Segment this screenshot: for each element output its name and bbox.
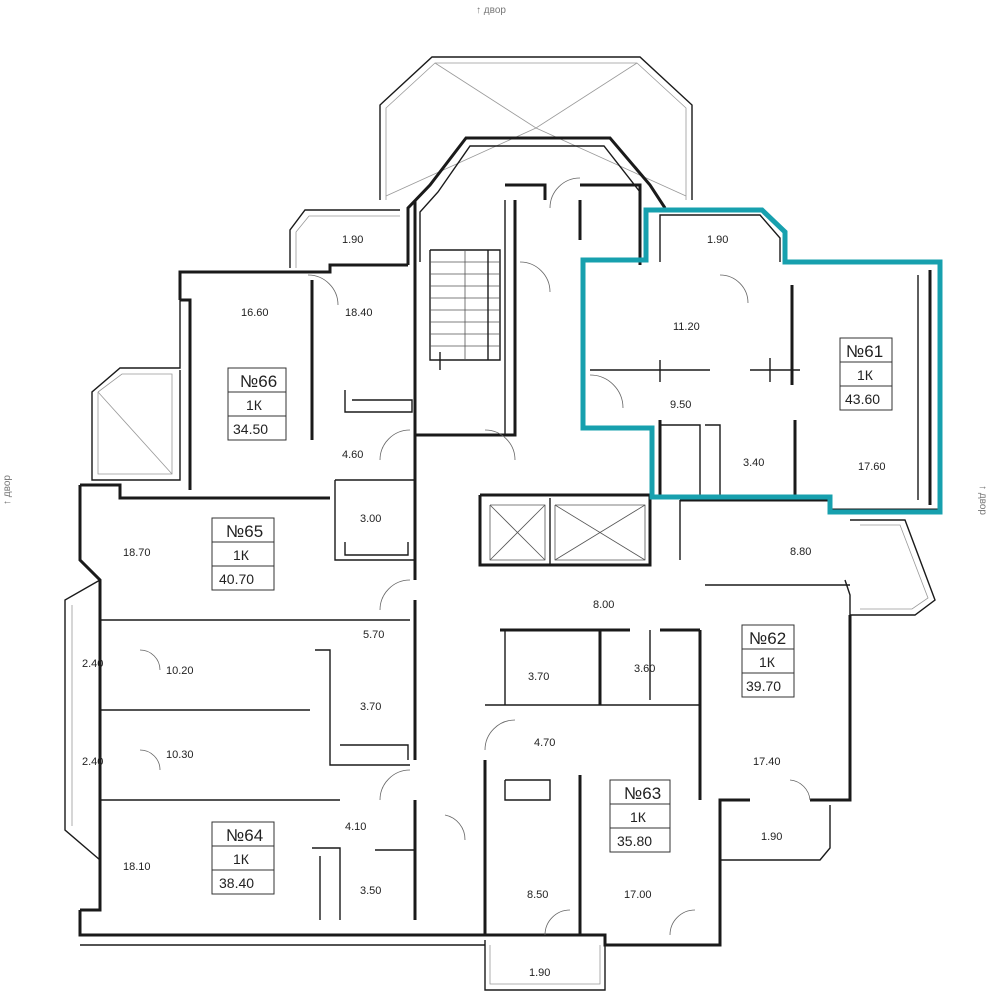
- apartment-area: 35.80: [617, 833, 652, 849]
- room-area: 10.30: [166, 749, 194, 761]
- room-area: 1.90: [529, 967, 550, 979]
- room-area: 17.40: [753, 756, 781, 768]
- apartment-label-64[interactable]: №64 1К 38.40: [211, 821, 275, 895]
- apartment-number: №63: [624, 784, 661, 803]
- room-area: 8.80: [790, 546, 811, 558]
- room-area: 11.20: [673, 321, 700, 333]
- apartment-type: 1К: [246, 397, 263, 413]
- room-area: 4.70: [534, 737, 555, 749]
- room-area: 18.40: [345, 307, 373, 319]
- room-area: 3.70: [528, 671, 549, 683]
- orientation-left: ↑ двор: [2, 475, 13, 505]
- apartment-type: 1К: [233, 547, 250, 563]
- room-area: 4.60: [342, 449, 363, 461]
- room-area: 17.60: [858, 461, 886, 473]
- apartment-area: 39.70: [746, 678, 781, 694]
- room-area: 5.70: [363, 629, 384, 641]
- apartment-number: №61: [846, 342, 883, 361]
- apartment-label-61[interactable]: №61 1К 43.60: [839, 337, 893, 411]
- interior-walls: [310, 183, 932, 935]
- apartment-number: №66: [240, 372, 277, 391]
- room-area: 2.40: [82, 756, 103, 768]
- apartment-type: 1К: [630, 809, 647, 825]
- balconies: [289, 209, 781, 268]
- apartment-label-63[interactable]: №63 1К 35.80: [609, 779, 671, 853]
- apartment-number: №62: [749, 629, 786, 648]
- room-area: 9.50: [670, 399, 691, 411]
- apartment-area: 38.40: [219, 875, 254, 891]
- room-area: 3.70: [360, 701, 381, 713]
- apartment-label-62[interactable]: №62 1К 39.70: [741, 624, 795, 698]
- orientation-right: ↑ двор: [977, 485, 988, 515]
- room-area: 17.00: [624, 889, 652, 901]
- room-area: 1.90: [342, 234, 363, 246]
- apartment-area: 43.60: [845, 391, 880, 407]
- apartment-area: 40.70: [219, 571, 254, 587]
- room-area: 3.40: [743, 457, 764, 469]
- apartment-label-65[interactable]: №65 1К 40.70: [211, 517, 275, 591]
- room-area: 10.20: [166, 665, 194, 677]
- selected-apartment-outline: [580, 207, 943, 515]
- room-area: 18.70: [123, 547, 151, 559]
- apartment-type: 1К: [759, 654, 776, 670]
- room-area: 16.60: [241, 307, 269, 319]
- room-area: 1.90: [761, 831, 782, 843]
- apartment-type: 1К: [233, 851, 250, 867]
- room-area: 1.90: [707, 234, 728, 246]
- exterior-walls: [64, 56, 940, 991]
- doors: [139, 177, 811, 936]
- apartment-label-66[interactable]: №66 1К 34.50: [227, 367, 287, 441]
- room-area-labels: 1.90 1.90 16.60 18.40 11.20 9.50 3.40 17…: [82, 234, 886, 979]
- room-area: 8.50: [527, 889, 548, 901]
- room-area: 18.10: [123, 861, 151, 873]
- room-area: 3.50: [360, 885, 381, 897]
- apartment-area: 34.50: [233, 421, 268, 437]
- apartment-number: №65: [226, 522, 263, 541]
- room-area: 4.10: [345, 821, 366, 833]
- room-area: 3.00: [360, 513, 381, 525]
- room-area: 3.60: [634, 663, 655, 675]
- room-area: 8.00: [593, 599, 614, 611]
- apartment-type: 1К: [857, 367, 874, 383]
- room-area: 2.40: [82, 658, 103, 670]
- apartment-number: №64: [226, 826, 263, 845]
- orientation-top: ↑ двор: [476, 5, 506, 16]
